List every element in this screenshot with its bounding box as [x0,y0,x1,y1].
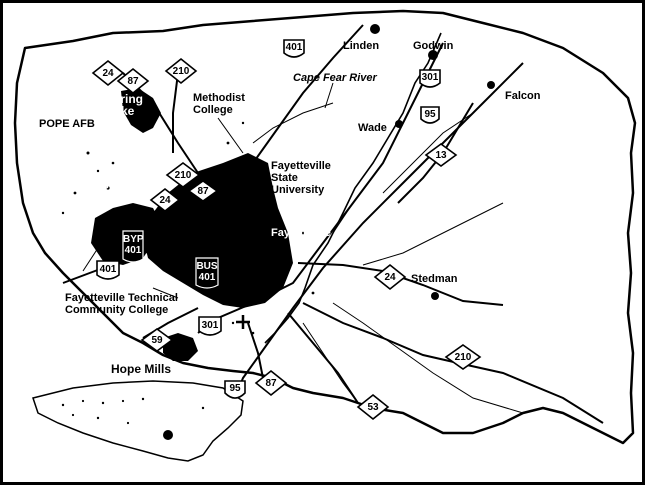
label-cape-fear-river: Cape Fear River [293,72,377,84]
shield-byp-401 [122,230,144,263]
north-carolina-inset [32,380,244,462]
route-301-north-number: 301 [421,72,439,83]
highway-53 [287,312,359,404]
label-pope-afb: POPE AFB [39,118,95,130]
shield-95-north [420,106,440,124]
highway-13 [397,102,474,204]
county-boundary [13,9,637,445]
shield-13 [424,143,458,167]
label-ftcc-line2: Community College [65,304,169,316]
route-24-east-number: 24 [384,271,396,283]
label-fsu-line3: University [271,184,325,196]
route-53-number: 53 [367,401,379,413]
highway-210-se [302,302,604,424]
label-falcon: Falcon [505,90,541,102]
route-24-mid-number: 24 [159,194,171,206]
shield-210-nw [164,57,198,85]
route-95-south-number: 95 [229,382,241,394]
route-401-north-number: 401 [285,42,303,53]
label-fsu-line2: State [271,172,298,184]
shield-210-mid [165,162,201,188]
cross-marker [236,315,250,329]
shield-301-south [198,316,222,336]
godwin-dot [428,50,438,60]
label-fort-bragg: FORT BRAGG [35,180,109,192]
route-byp-number: 401 [124,245,142,256]
inset-location-marker [163,430,173,440]
linden-dot [370,24,380,34]
route-301-south-number: 301 [201,319,219,331]
route-87-south-number: 87 [265,377,277,389]
fayetteville-urban-area [143,153,293,308]
label-methodist-line2: College [193,104,233,116]
route-24-nw-number: 24 [102,67,114,79]
route-87-nw-number: 87 [127,75,139,87]
spring-lake-area [121,88,161,133]
wade-dot [395,120,403,128]
label-wade: Wade [358,122,387,134]
label-fsu-line1: Fayetteville [271,160,331,172]
route-210-se-number: 210 [454,351,472,363]
route-bus-number: 401 [198,272,216,283]
shield-301-north [419,69,441,88]
route-87-mid-number: 87 [197,185,209,197]
shield-24-east [373,263,407,291]
route-byp-label: BYP [123,234,144,245]
shield-87-nw [116,67,150,95]
label-linden: Linden [343,40,380,52]
shield-210-se [444,344,482,370]
stedman-dot [431,292,439,300]
label-ftcc-line1: Fayetteville Technical [65,292,178,304]
route-59-number: 59 [151,334,163,346]
cape-fear-river [264,32,442,344]
highway-95 [232,62,524,404]
shield-24-nw [91,59,125,87]
label-spring-lake-line2: Lake [107,104,135,118]
shield-95-south [224,380,246,399]
highway-301 [197,42,444,334]
county-map [13,9,637,462]
shield-87-south [254,369,288,397]
highway-87-south [247,322,266,389]
highway-210-nw [172,72,179,153]
hope-mills-dot [185,345,191,351]
shield-401-west [96,260,120,280]
label-hope-mills: Hope Mills [111,362,172,376]
label-stedman: Stedman [411,273,458,285]
label-spring-lake-line1: Spring [105,92,143,106]
label-methodist-line1: Methodist [193,92,245,104]
route-95-north-number: 95 [424,108,436,120]
shield-24-mid [149,187,181,213]
route-401-west-number: 401 [99,263,117,275]
falcon-dot [487,81,495,89]
route-210-nw-number: 210 [172,65,190,77]
route-210-mid-number: 210 [174,169,192,181]
label-godwin: Godwin [413,40,454,52]
route-13-number: 13 [435,149,447,161]
shield-401-north [283,39,305,58]
label-fayetteville: Fayetteville [271,227,331,239]
shield-bus-401 [195,257,219,289]
shield-53 [356,393,390,421]
route-bus-label: BUS [196,261,218,272]
shield-59 [140,328,174,352]
shield-87-mid [187,180,219,202]
